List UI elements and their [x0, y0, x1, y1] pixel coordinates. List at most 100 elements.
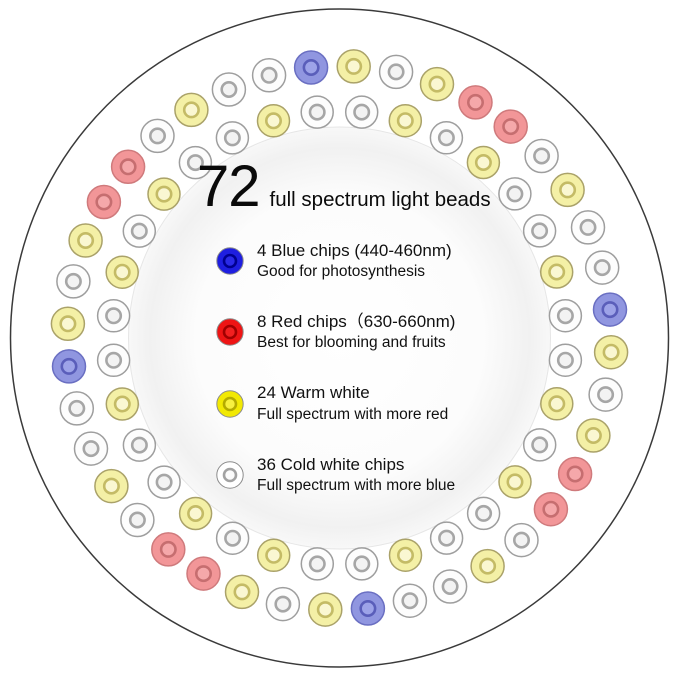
- led-bead-cold-white: [215, 521, 250, 555]
- legend: 4 Blue chips (440-460nm)Good for photosy…: [173, 240, 513, 496]
- led-bead-warm-white: [105, 255, 139, 289]
- bead-lens: [302, 58, 320, 76]
- legend-item-red: 8 Red chips（630-660nm)Best for blooming …: [173, 311, 513, 353]
- bead-lens: [387, 63, 405, 81]
- bead-lens: [95, 193, 113, 211]
- bead-lens: [77, 232, 95, 250]
- led-bead-warm-white: [50, 306, 86, 342]
- bead-lens: [260, 66, 278, 84]
- bead-lens: [531, 436, 549, 454]
- led-bead-cold-white: [178, 145, 213, 180]
- led-bead-warm-white: [388, 538, 423, 572]
- led-bead-cold-white: [432, 569, 468, 604]
- led-bead-cold-white: [96, 343, 131, 378]
- led-bead-red: [458, 85, 493, 120]
- bead-lens: [602, 343, 620, 361]
- led-bead-cold-white: [429, 121, 464, 155]
- led-bead-warm-white: [540, 387, 574, 421]
- bead-lens: [187, 504, 205, 522]
- bead-lens: [308, 555, 326, 573]
- led-bead-red: [533, 491, 569, 527]
- led-bead-cold-white: [429, 521, 464, 555]
- blue-chip-icon: [216, 247, 244, 275]
- bead-lens: [345, 57, 363, 75]
- led-bead-cold-white: [251, 58, 287, 93]
- led-bead-warm-white: [470, 548, 505, 584]
- led-bead-warm-white: [388, 103, 423, 138]
- legend-text: 8 Red chips（630-660nm)Best for blooming …: [257, 311, 455, 353]
- bead-lens: [113, 395, 131, 413]
- bead-lens: [428, 75, 446, 93]
- bead-lens: [542, 500, 560, 518]
- bead-lens: [353, 555, 371, 573]
- led-bead-blue: [592, 292, 628, 327]
- bead-lens: [105, 307, 123, 325]
- led-bead-blue: [51, 349, 87, 384]
- led-bead-warm-white: [466, 145, 501, 180]
- led-bead-warm-white: [419, 66, 455, 102]
- led-bead-cold-white: [211, 72, 247, 107]
- legend-text: 4 Blue chips (440-460nm)Good for photosy…: [257, 240, 452, 282]
- led-bead-warm-white: [308, 592, 343, 627]
- led-bead-warm-white: [256, 538, 291, 573]
- bead-lens: [597, 386, 615, 404]
- bead-lens: [265, 546, 283, 564]
- bead-lens: [308, 103, 326, 121]
- bead-lens: [224, 529, 242, 547]
- led-bead-cold-white: [584, 250, 620, 285]
- led-bead-cold-white: [147, 465, 181, 499]
- led-bead-cold-white: [122, 428, 157, 462]
- bead-lens: [466, 93, 484, 111]
- led-bead-cold-white: [300, 547, 335, 581]
- bead-lens: [130, 436, 148, 454]
- led-bead-cold-white: [122, 214, 157, 248]
- led-bead-cold-white: [524, 138, 559, 174]
- led-bead-cold-white: [392, 583, 428, 618]
- bead-lens: [531, 222, 549, 240]
- led-bead-cold-white: [300, 95, 334, 129]
- legend-line2: Good for photosynthesis: [257, 263, 426, 281]
- led-bead-cold-white: [345, 547, 379, 581]
- bead-lens: [556, 307, 574, 325]
- bead-lens: [186, 154, 204, 172]
- led-bead-red: [493, 109, 528, 144]
- red-chip-icon: [216, 318, 244, 347]
- led-bead-cold-white: [56, 264, 91, 299]
- bead-lens: [512, 531, 530, 549]
- bead-lens: [593, 259, 611, 277]
- led-bead-cold-white: [504, 522, 539, 558]
- bead-lens: [502, 118, 520, 136]
- warm-white-chip-icon: [216, 389, 244, 418]
- bead-lens: [584, 426, 602, 444]
- legend-line1: 24 Warm white: [257, 383, 370, 403]
- bead-lens: [548, 263, 566, 281]
- led-bead-cold-white: [498, 177, 532, 211]
- bead-lens: [601, 301, 619, 319]
- bead-lens: [60, 357, 78, 375]
- led-bead-cold-white: [120, 502, 155, 538]
- bead-lens: [159, 540, 177, 558]
- bead-lens: [566, 465, 584, 483]
- led-bead-cold-white: [344, 95, 379, 129]
- led-bead-cold-white: [73, 431, 109, 466]
- led-bead-cold-white: [588, 377, 623, 412]
- bead-lens: [182, 101, 200, 119]
- led-bead-cold-white: [570, 210, 606, 245]
- led-bead-cold-white: [548, 343, 583, 377]
- led-bead-cold-white: [215, 121, 250, 155]
- led-bead-cold-white: [96, 299, 131, 333]
- bead-lens: [130, 222, 148, 240]
- bead-lens: [556, 351, 574, 369]
- bead-lens: [359, 599, 377, 617]
- led-bead-cold-white: [522, 214, 557, 248]
- led-bead-red: [86, 184, 122, 220]
- led-bead-warm-white: [593, 334, 629, 370]
- led-bead-red: [151, 532, 186, 567]
- bead-lens: [82, 440, 100, 458]
- bead-lens: [233, 583, 251, 601]
- led-bead-cold-white: [265, 586, 301, 622]
